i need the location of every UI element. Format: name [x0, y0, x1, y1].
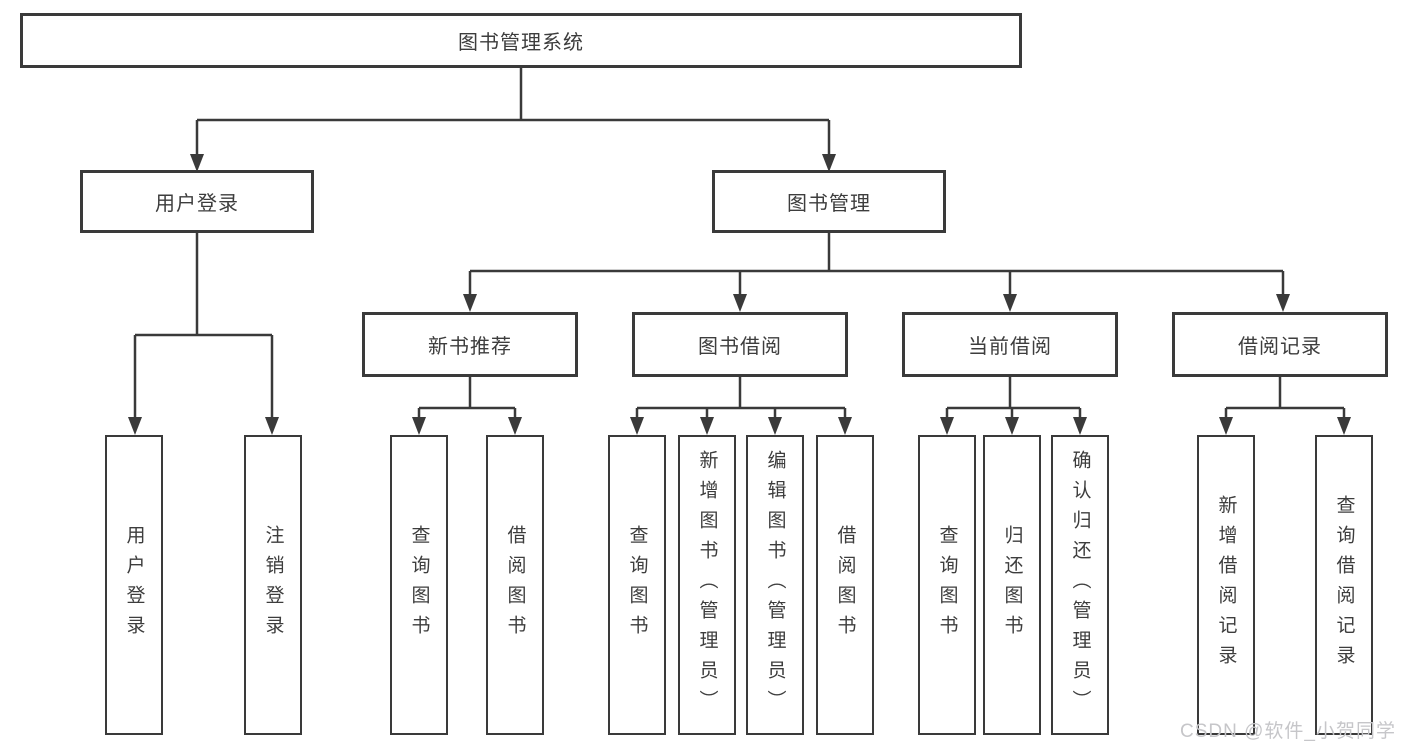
- leaf-query-books-2: 查询图书: [608, 435, 666, 735]
- connector-user-branch: [133, 233, 274, 419]
- leaf-return-books: 归还图书: [983, 435, 1041, 735]
- node-current-borrowing-label: 当前借阅: [968, 336, 1052, 358]
- leaf-query-borrow-record: 查询借阅记录: [1315, 435, 1373, 735]
- leaf-confirm-return-admin-label: 确认归还（管理员）: [1069, 450, 1091, 720]
- leaf-user-login-label: 用户登录: [123, 525, 145, 645]
- leaf-query-books-2-label: 查询图书: [626, 525, 648, 645]
- connector-book-to-level3: [468, 233, 1285, 296]
- arrowheads-records-group: [1219, 417, 1351, 435]
- node-new-book-recommend-label: 新书推荐: [428, 336, 512, 358]
- node-book-borrowing: 图书借阅: [632, 312, 848, 377]
- leaf-borrow-books-1-label: 借阅图书: [504, 525, 526, 645]
- connector-current-group: [945, 377, 1082, 419]
- leaf-query-books-1-label: 查询图书: [408, 525, 430, 645]
- arrowheads-current-group: [940, 417, 1087, 435]
- node-book-management-branch: 图书管理: [712, 170, 946, 233]
- node-root: 图书管理系统: [20, 13, 1022, 68]
- leaf-add-book-admin-label: 新增图书（管理员）: [696, 450, 718, 720]
- node-new-book-recommend: 新书推荐: [362, 312, 578, 377]
- arrowheads-borrow-group: [630, 417, 852, 435]
- leaf-borrow-books-2: 借阅图书: [816, 435, 874, 735]
- csdn-watermark: CSDN @软件_小贺同学: [1180, 721, 1396, 742]
- leaf-borrow-books-2-label: 借阅图书: [834, 525, 856, 645]
- leaf-return-books-label: 归还图书: [1001, 525, 1023, 645]
- node-current-borrowing: 当前借阅: [902, 312, 1118, 377]
- leaf-add-borrow-record: 新增借阅记录: [1197, 435, 1255, 735]
- leaf-add-book-admin: 新增图书（管理员）: [678, 435, 736, 735]
- leaf-query-books-3: 查询图书: [918, 435, 976, 735]
- node-user-login-branch-label: 用户登录: [155, 193, 239, 215]
- node-book-management-branch-label: 图书管理: [787, 193, 871, 215]
- connector-borrow-group: [635, 377, 847, 419]
- leaf-borrow-books-1: 借阅图书: [486, 435, 544, 735]
- arrowheads-user-branch: [128, 417, 279, 435]
- leaf-logout-label: 注销登录: [262, 525, 284, 645]
- arrowheads-newbook-group: [412, 417, 522, 435]
- leaf-query-borrow-record-label: 查询借阅记录: [1333, 495, 1355, 675]
- leaf-query-books-3-label: 查询图书: [936, 525, 958, 645]
- leaf-user-login: 用户登录: [105, 435, 163, 735]
- leaf-confirm-return-admin: 确认归还（管理员）: [1051, 435, 1109, 735]
- leaf-logout: 注销登录: [244, 435, 302, 735]
- leaf-edit-book-admin: 编辑图书（管理员）: [746, 435, 804, 735]
- node-borrowing-records-label: 借阅记录: [1238, 336, 1322, 358]
- node-borrowing-records: 借阅记录: [1172, 312, 1388, 377]
- node-root-label: 图书管理系统: [458, 32, 584, 54]
- leaf-query-books-1: 查询图书: [390, 435, 448, 735]
- arrowheads-level2: [190, 154, 836, 172]
- arrowheads-level3: [463, 294, 1290, 312]
- connector-root-to-level2: [195, 68, 831, 156]
- connector-records-group: [1224, 377, 1346, 419]
- node-user-login-branch: 用户登录: [80, 170, 314, 233]
- connector-newbook-group: [417, 377, 517, 419]
- leaf-edit-book-admin-label: 编辑图书（管理员）: [764, 450, 786, 720]
- node-book-borrowing-label: 图书借阅: [698, 336, 782, 358]
- leaf-add-borrow-record-label: 新增借阅记录: [1215, 495, 1237, 675]
